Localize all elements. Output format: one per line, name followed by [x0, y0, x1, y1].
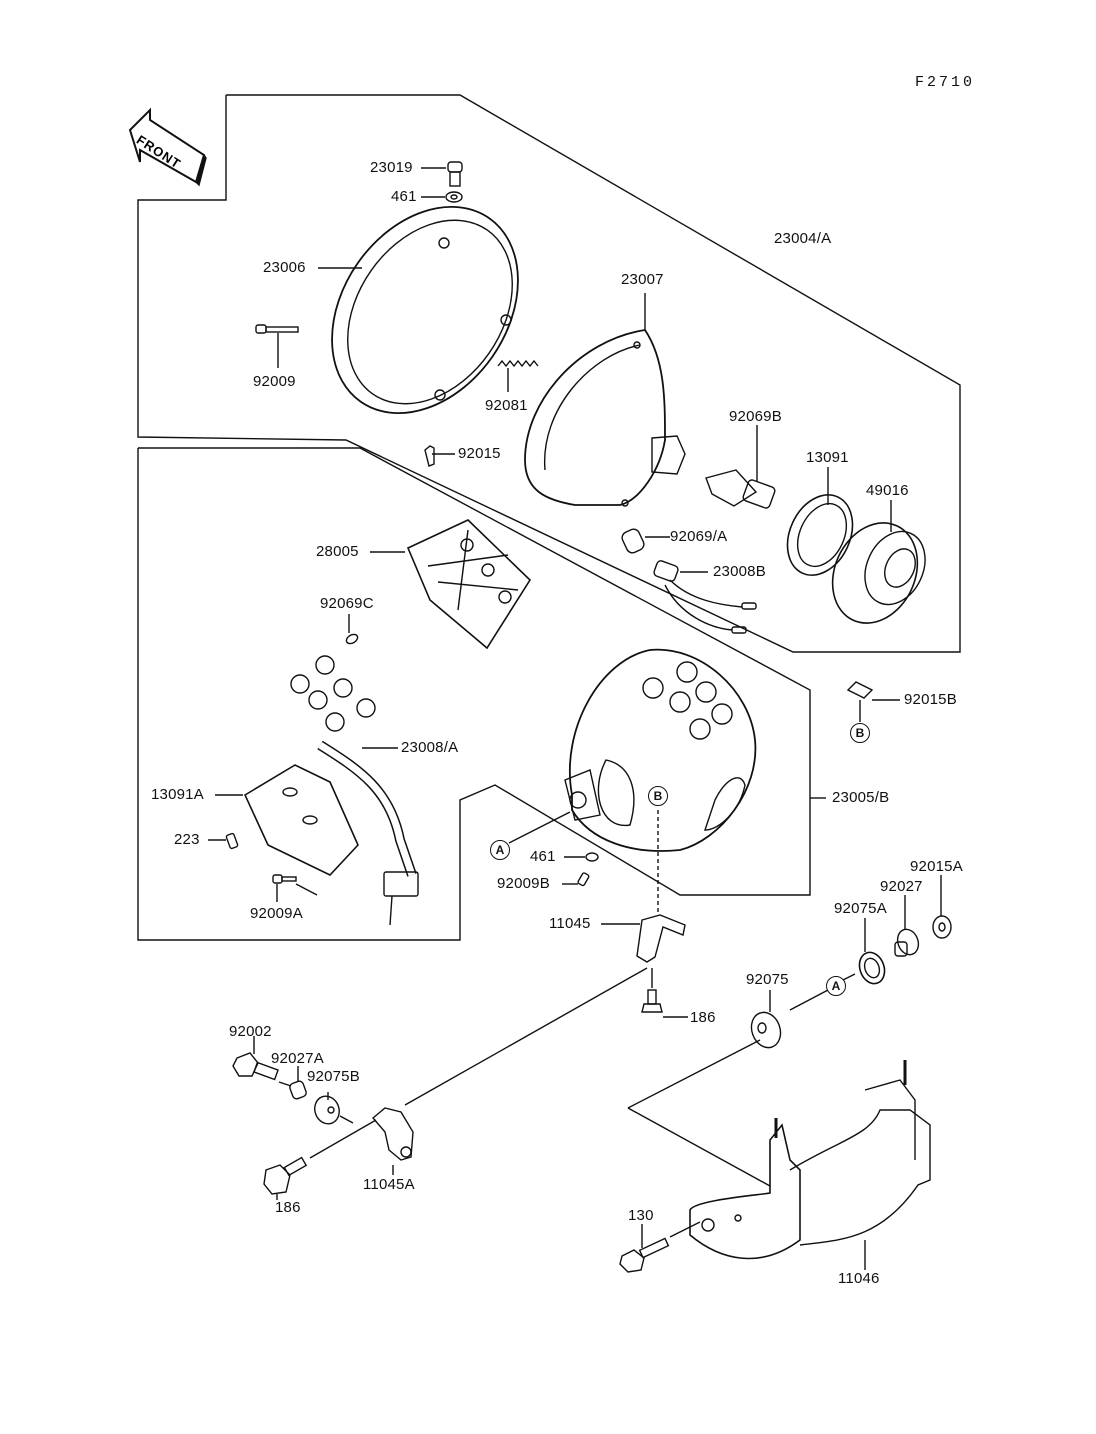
- grommet-92075-icon: [750, 973, 856, 1049]
- bolt-23019-icon: [421, 161, 463, 187]
- part-label-223: 223: [174, 831, 200, 848]
- grommet-92075b-icon: [314, 1092, 354, 1125]
- bulb-92069c-icon: [345, 614, 359, 645]
- clip-nut-92015b-icon: [846, 681, 900, 722]
- screw-92009-icon: [255, 324, 299, 368]
- bracket-13091a-icon: [215, 764, 359, 876]
- part-label-23008a: 23008/A: [401, 739, 459, 756]
- part-label-49016: 49016: [866, 482, 909, 499]
- collar-92027-icon: [894, 895, 920, 957]
- part-label-23006: 23006: [263, 259, 306, 276]
- part-label-92009: 92009: [253, 373, 296, 390]
- part-label-92075a: 92075A: [834, 900, 887, 917]
- reference-marker-b-right: B: [850, 723, 870, 743]
- part-label-11045: 11045: [549, 915, 591, 932]
- socket-23008b-icon: [653, 560, 757, 634]
- harness-23008a-icon: [290, 655, 419, 926]
- part-label-92015b: 92015B: [904, 691, 957, 708]
- part-label-92015a: 92015A: [910, 858, 963, 875]
- part-label-23008b: 23008B: [713, 563, 766, 580]
- part-label-92069a: 92069/A: [670, 528, 728, 545]
- cover-49016-icon: [831, 500, 926, 624]
- part-label-11045a: 11045A: [363, 1176, 415, 1193]
- part-label-92009b: 92009B: [497, 875, 550, 892]
- reflector-23007-icon: [524, 293, 686, 507]
- bulb-92069a-icon: [621, 528, 670, 554]
- part-label-92027a: 92027A: [271, 1050, 324, 1067]
- part-label-461-top: 461: [391, 188, 417, 205]
- assembly-frame-23004: [137, 94, 961, 653]
- bolt-186-right-icon: [641, 968, 688, 1018]
- retainer-13091-icon: [786, 467, 854, 576]
- ring-92075a-icon: [858, 918, 886, 985]
- bolt-186-left-icon: [263, 1119, 377, 1200]
- bulb-92069b-icon: [705, 425, 776, 509]
- part-label-130: 130: [628, 1207, 654, 1224]
- part-label-461-bottom: 461: [530, 848, 556, 865]
- collar-92027a-icon: [278, 1066, 307, 1100]
- lamp-holder-28005-icon: [370, 519, 532, 650]
- screw-223-icon: [208, 832, 239, 850]
- part-label-92075: 92075: [746, 971, 789, 988]
- part-label-186-left: 186: [275, 1199, 301, 1216]
- part-label-92015: 92015: [458, 445, 501, 462]
- front-arrow-icon: [128, 107, 207, 187]
- reference-marker-a-right: A: [826, 976, 846, 996]
- part-label-23005b: 23005/B: [832, 789, 890, 806]
- washer-461-icon: [421, 191, 463, 203]
- part-label-92075b: 92075B: [307, 1068, 360, 1085]
- part-label-92081: 92081: [485, 397, 528, 414]
- housing-23005-icon: [564, 648, 826, 852]
- screw-92009a-icon: [272, 874, 318, 902]
- clip-92015-icon: [424, 445, 455, 467]
- part-label-186-right: 186: [690, 1009, 716, 1026]
- bracket-11045a-icon: [372, 967, 648, 1175]
- part-label-13091a: 13091A: [151, 786, 204, 803]
- spring-92081-icon: [497, 359, 539, 392]
- part-label-92027: 92027: [880, 878, 923, 895]
- bracket-11046-icon: [627, 1039, 931, 1270]
- part-label-92069b: 92069B: [729, 408, 782, 425]
- washer-461-lower-icon: [564, 852, 599, 862]
- reference-line-a: [508, 811, 571, 844]
- part-label-11046: 11046: [838, 1270, 880, 1287]
- bracket-11045-icon: [601, 810, 686, 963]
- part-label-23019: 23019: [370, 159, 413, 176]
- part-label-23004a: 23004/A: [774, 230, 832, 247]
- figure-code: F2710: [915, 74, 976, 91]
- reference-marker-a-left: A: [490, 840, 510, 860]
- part-label-92002: 92002: [229, 1023, 272, 1040]
- part-label-92009a: 92009A: [250, 905, 303, 922]
- assembly-frame-23005: [137, 447, 811, 941]
- part-label-23007: 23007: [621, 271, 664, 288]
- part-label-28005: 28005: [316, 543, 359, 560]
- nut-92015a-icon: [932, 875, 952, 939]
- bolt-130-icon: [619, 1221, 701, 1273]
- bolt-92002-icon: [232, 1036, 279, 1081]
- part-label-92069c: 92069C: [320, 595, 374, 612]
- rim-ring-23006-icon: [318, 206, 519, 414]
- part-label-13091: 13091: [806, 449, 849, 466]
- screw-92009b-icon: [562, 872, 590, 887]
- reference-marker-b-housing: B: [648, 786, 668, 806]
